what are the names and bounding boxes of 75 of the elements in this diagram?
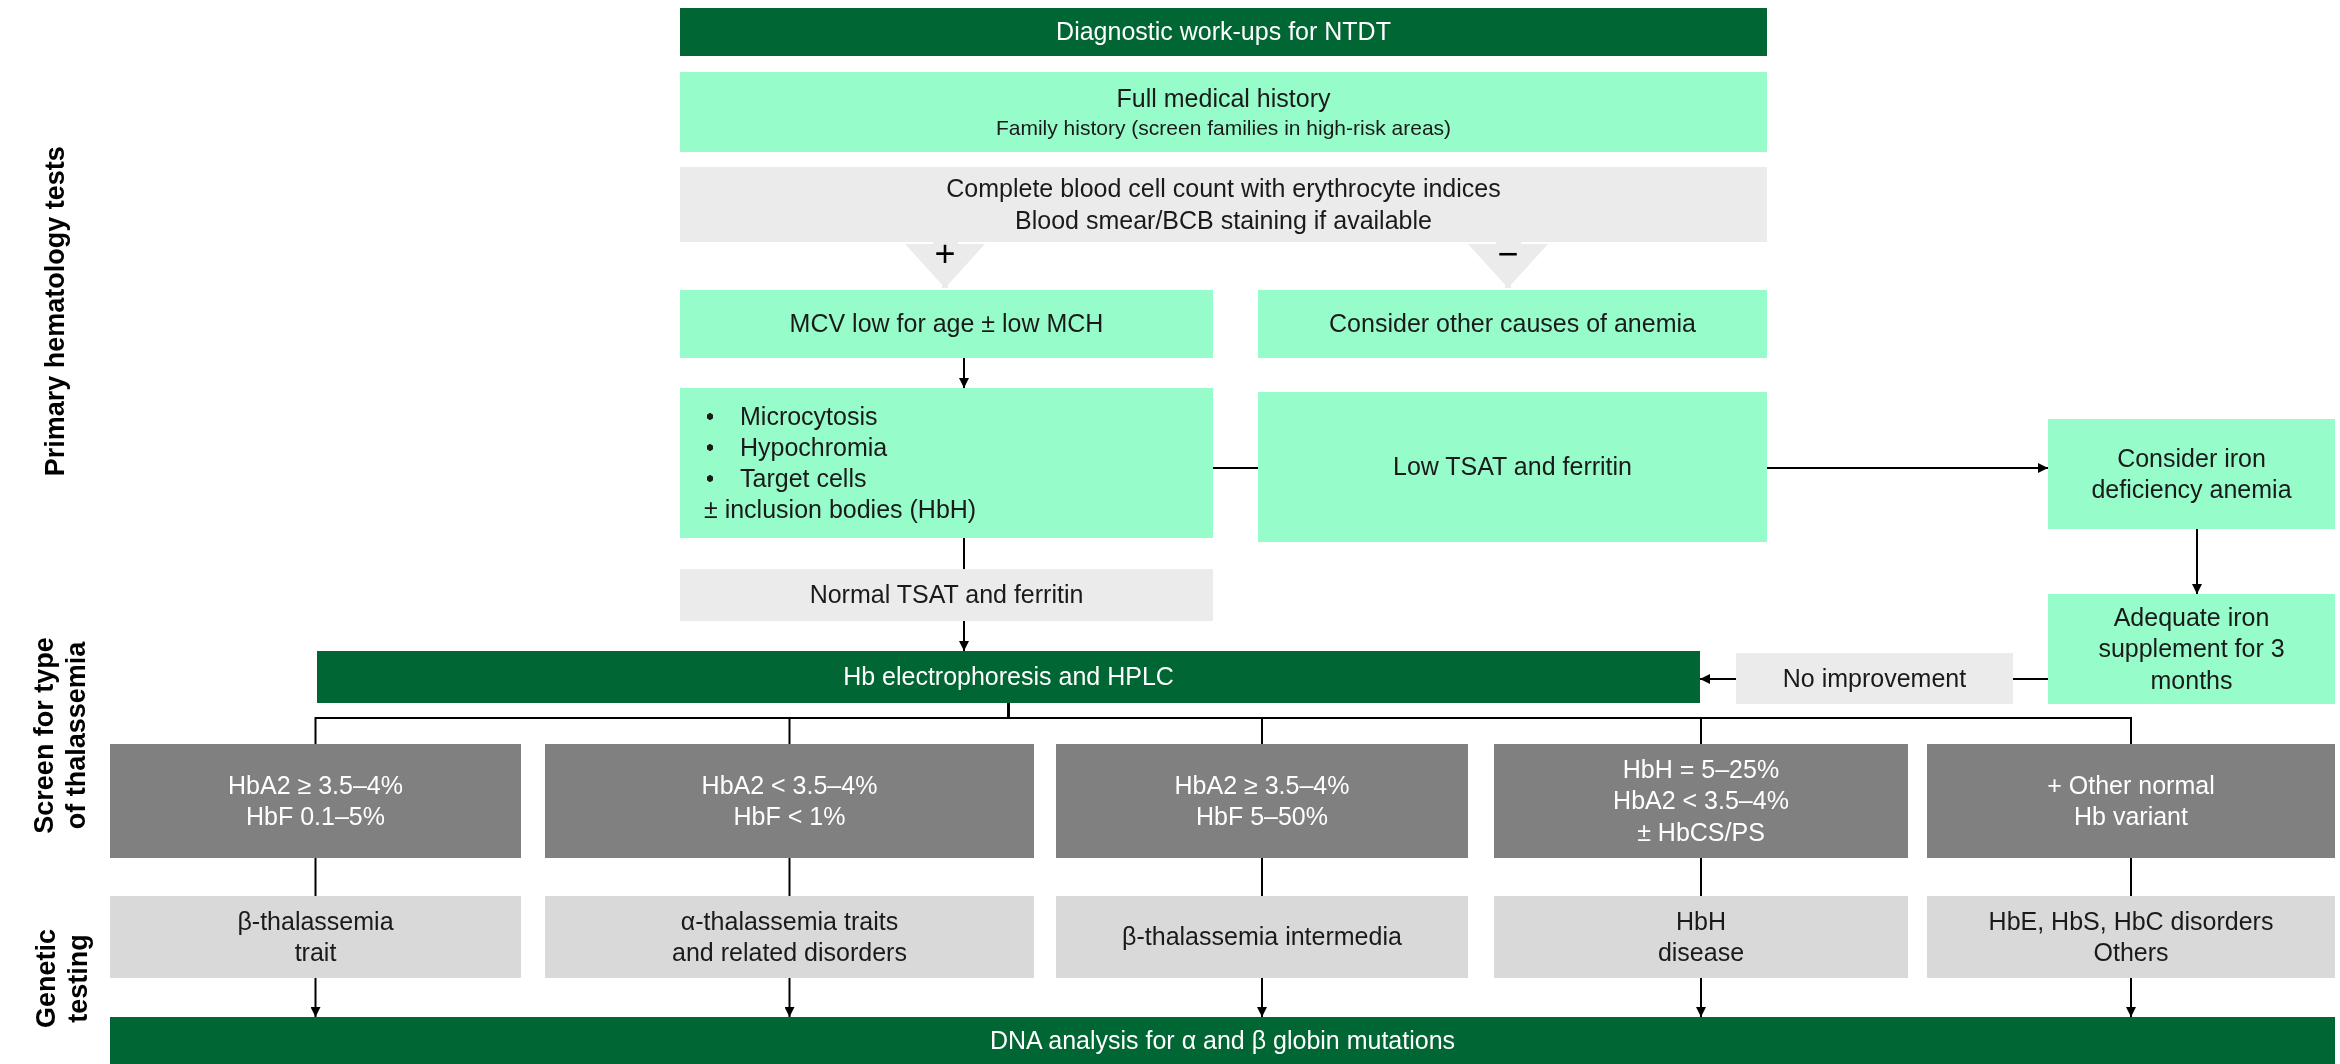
process-box <box>680 569 1213 621</box>
process-box <box>2048 594 2335 704</box>
result-box <box>110 744 521 858</box>
node-text: Full medical history <box>1116 83 1331 115</box>
connector-line <box>1212 467 1259 469</box>
diagnosis-box <box>1056 896 1468 978</box>
process-box <box>1258 290 1767 358</box>
node-text: Consider iron deficiency anemia <box>2090 442 2293 505</box>
arrow <box>1699 674 1737 684</box>
header-bar <box>680 8 1767 56</box>
diagnosis-box <box>110 896 521 978</box>
node-text: HbA2 ≥ 3.5–4% <box>1174 769 1350 801</box>
section-label: Screen for type of thalassemia <box>27 635 92 836</box>
node-text: Low TSAT and ferritin <box>1393 451 1632 483</box>
arrow <box>2192 528 2202 595</box>
node-text: HbA2 ≥ 3.5–4% <box>228 769 403 801</box>
connector-line <box>2012 678 2049 680</box>
result-box <box>1056 744 1468 858</box>
result-box <box>1927 744 2335 858</box>
arrow <box>1696 977 1706 1018</box>
node-text: HbF 0.1–5% <box>246 801 385 832</box>
node-text: β-thalassemia trait <box>236 905 395 968</box>
arrow <box>1257 977 1267 1018</box>
connector-line <box>2130 857 2132 897</box>
node-text: MCV low for age ± low MCH <box>789 308 1104 340</box>
diagnosis-box <box>1927 896 2335 978</box>
node-text: HbE, HbS, HbC disorders <box>1988 905 2274 937</box>
result-box <box>545 744 1034 858</box>
connector-line <box>1007 702 2132 745</box>
node-text: ± inclusion bodies (HbH) <box>704 494 977 526</box>
process-box <box>680 388 1213 538</box>
connector-line <box>1261 857 1263 897</box>
arrow <box>310 977 321 1018</box>
node-text: Complete blood cell count with erythrocyte indices <box>946 173 1501 205</box>
process-box <box>2048 419 2335 529</box>
node-text: α-thalassemia traits and related disorders <box>671 905 908 968</box>
node-text: Blood smear/BCB staining if available <box>1015 204 1432 236</box>
diagnosis-box <box>545 896 1034 978</box>
node-text: No improvement <box>1782 662 1967 694</box>
arrow <box>2126 977 2136 1018</box>
connector-line <box>788 857 791 897</box>
node-text: β-thalassemia intermedia <box>1122 921 1402 953</box>
diagnosis-box <box>1494 896 1908 978</box>
node-text: HbF 5–50% <box>1196 801 1328 832</box>
node-text: Diagnostic work-ups for NTDT <box>1056 16 1391 48</box>
process-box <box>1736 653 2013 704</box>
node-text: + Other normal Hb variant <box>2046 769 2216 832</box>
section-label: Primary hematology tests <box>38 145 71 479</box>
process-box <box>1258 392 1767 542</box>
node-text: HbH disease <box>1656 905 1746 968</box>
node-text: Hb electrophoresis and HPLC <box>843 661 1174 693</box>
connector-line <box>963 537 965 570</box>
connector-line <box>1700 857 1702 897</box>
node-text: HbH = 5–25% <box>1622 754 1780 786</box>
node-text: Adequate iron supplement for 3 months <box>2097 602 2286 696</box>
node-text: ± HbCS/PS <box>1637 816 1765 848</box>
process-box <box>680 72 1767 152</box>
node-text: HbA2 < 3.5–4% <box>701 769 878 801</box>
section-label: Genetic testing <box>29 927 94 1030</box>
arrow <box>959 357 969 389</box>
node-text: Consider other causes of anemia <box>1329 308 1696 340</box>
node-text: Others <box>2093 937 2169 968</box>
header-bar <box>110 1017 2335 1064</box>
node-text: HbF < 1% <box>733 801 846 832</box>
result-box <box>1494 744 1908 858</box>
node-text: DNA analysis for α and β globin mutations <box>989 1024 1456 1056</box>
arrow <box>959 620 969 652</box>
node-text: HbA2 < 3.5–4% <box>1613 785 1789 817</box>
header-bar <box>317 651 1700 703</box>
node-text: Normal TSAT and ferritin <box>809 579 1084 611</box>
connector-line <box>314 857 317 897</box>
arrow <box>1766 463 2049 473</box>
process-box <box>680 290 1213 358</box>
node-text: Family history (screen families in high-risk areas) <box>995 114 1452 141</box>
arrow <box>784 977 795 1018</box>
